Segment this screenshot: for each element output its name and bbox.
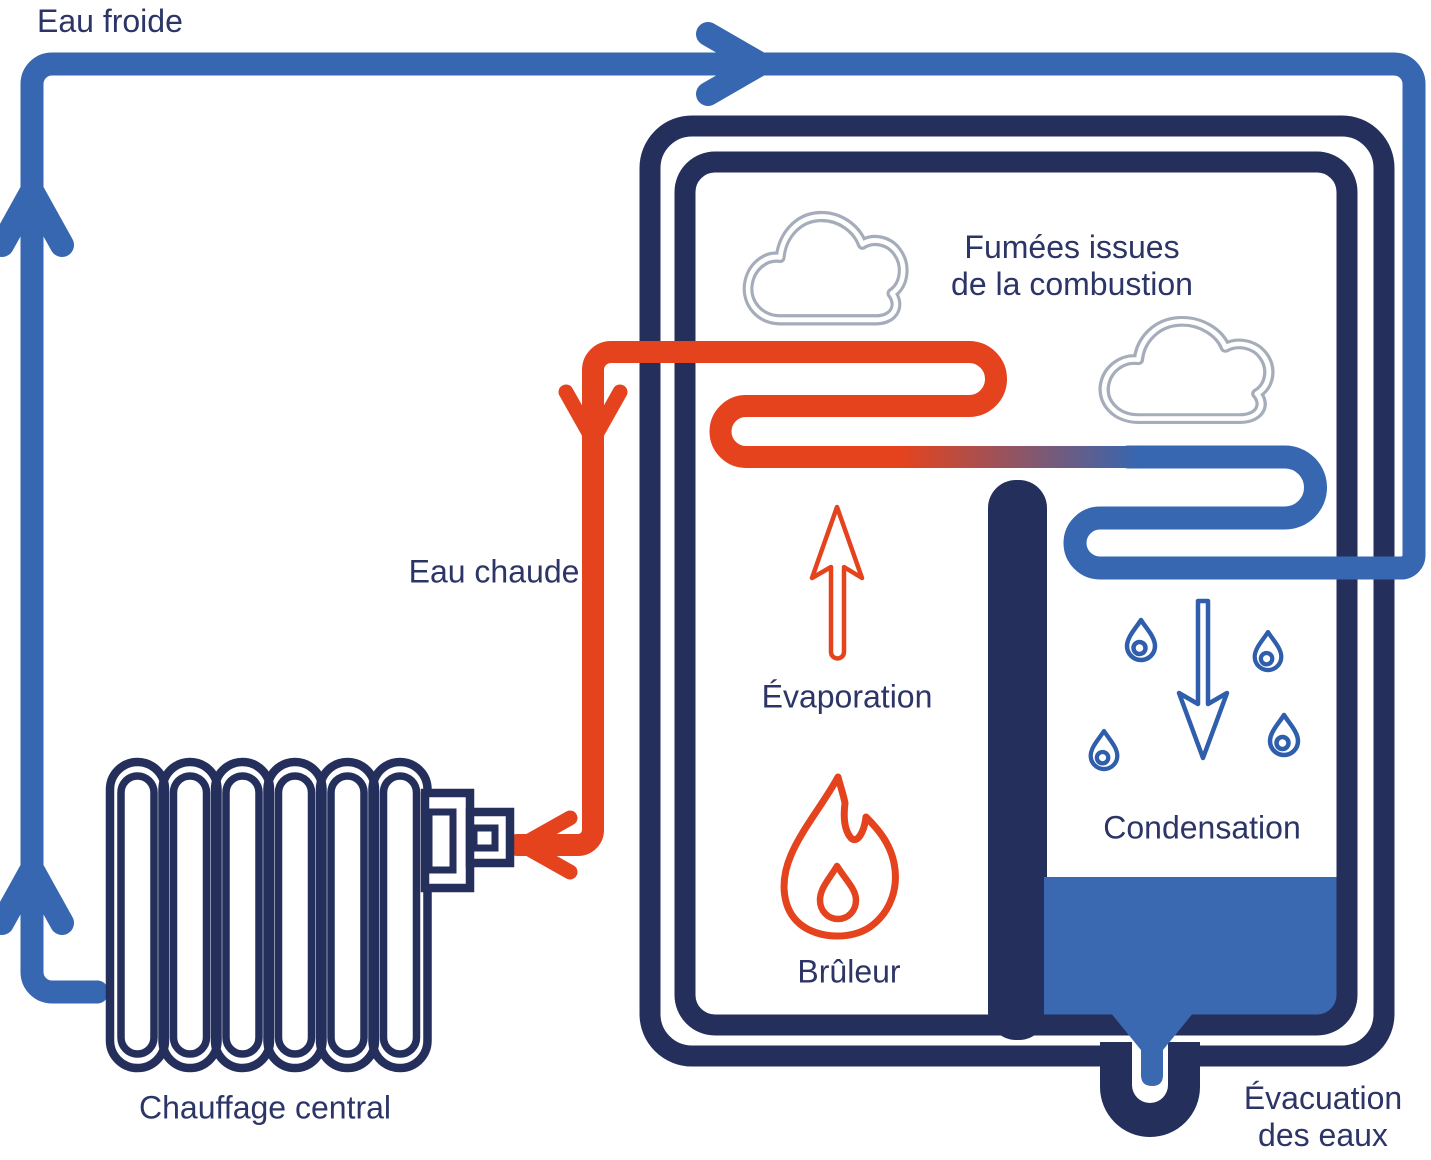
arrow-up-icon: [809, 504, 865, 661]
label-central-heating: Chauffage central: [138, 1089, 392, 1126]
boiler-inner-wall: [674, 151, 1358, 1036]
condensate-drain-flow: [1110, 1012, 1194, 1086]
drain-trap: [1100, 1042, 1200, 1137]
droplet-icon: [1124, 617, 1158, 663]
label-flue-gases-line2: de la combustion: [951, 266, 1193, 302]
label-flue-gases: Fumées issues de la combustion: [951, 229, 1193, 303]
label-water-evacuation: Évacuation des eaux: [1244, 1080, 1402, 1154]
condensate-water: [1044, 877, 1348, 1020]
label-flue-gases-line1: Fumées issues: [964, 229, 1180, 265]
arrow-down-icon: [1176, 598, 1230, 761]
droplet-icon: [1252, 629, 1284, 673]
chamber-divider: [988, 480, 1047, 1040]
label-evaporation: Évaporation: [761, 678, 933, 715]
hot-water-pipe-path: [506, 341, 1007, 856]
chevron-down-icon: [558, 384, 628, 448]
label-water-evacuation-line1: Évacuation: [1243, 1080, 1403, 1116]
boiler: [639, 115, 1395, 1137]
chevron-left-icon: [514, 810, 578, 880]
hot-water-pipe: [506, 341, 1007, 880]
flame-icon: [780, 773, 899, 940]
flue-gas-clouds: [742, 210, 1275, 424]
label-condensation: Condensation: [1103, 809, 1301, 846]
chevron-up-icon: [0, 179, 74, 257]
cloud-icon: [1098, 316, 1275, 424]
radiator-icon: [48, 757, 515, 1073]
cloud-icon: [742, 210, 909, 326]
droplet-icon: [1267, 712, 1301, 758]
cold-water-pipe-path: [20, 52, 1426, 1004]
chevron-up-icon: [0, 857, 74, 935]
chevron-right-icon: [696, 22, 772, 106]
condensate-droplets: [1088, 617, 1301, 772]
label-water-evacuation-line2: des eaux: [1258, 1117, 1388, 1153]
radiator-valve: [420, 788, 515, 893]
droplet-icon: [1088, 728, 1120, 772]
cold-water-pipe: [0, 22, 1426, 1004]
label-burner: Brûleur: [797, 953, 901, 990]
label-cold-water: Eau froide: [37, 3, 183, 39]
boiler-outer-wall: [639, 115, 1395, 1067]
label-hot-water: Eau chaude: [408, 553, 580, 590]
